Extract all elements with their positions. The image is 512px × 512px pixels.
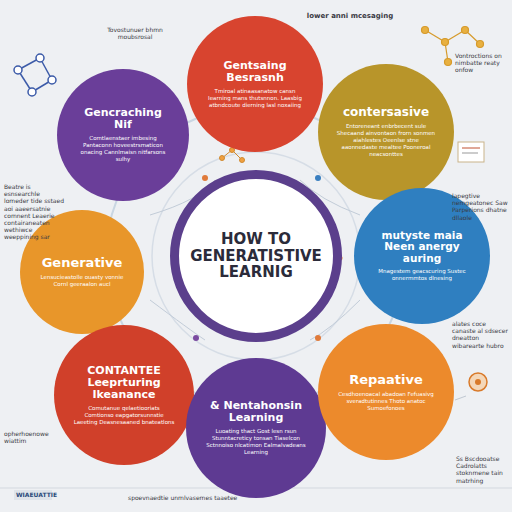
circle-heading: CONTANTEE Leeprturing Ikeanance bbox=[73, 365, 175, 401]
annotation-text: WIAEUATTIE bbox=[16, 491, 56, 498]
circle-content: Gentsaing BesrasnhTmiroal atinaasanatow … bbox=[206, 60, 305, 109]
annotation-text: opherhoenowe wiattim bbox=[4, 430, 56, 444]
gear-icon bbox=[455, 373, 487, 400]
center-circle: HOW TO GENERATISTIVE LEARNIG bbox=[170, 170, 342, 342]
annotation-text: lower anni mcesaging bbox=[270, 12, 430, 20]
circle-body: Mnagestem geacscuring Sustec onnermmtos … bbox=[373, 268, 472, 282]
topic-circle: GenerativeLensucieastolle ouasty vonnie … bbox=[20, 210, 144, 334]
circle-body: Lensucieastolle ouasty vonnie Cornl geer… bbox=[37, 274, 127, 288]
topic-circle: & Nentahonsin LearningLuoating thact Gos… bbox=[186, 358, 326, 498]
annotation-text: Vontroctions on nimbatte reaty onfow bbox=[455, 52, 509, 74]
annotation-text: Beatre is esnsearchle lomeder tide sstae… bbox=[4, 183, 66, 241]
circle-heading: Gentsaing Besrasnh bbox=[206, 60, 305, 84]
annotation-text: lapegtive nemgeatonec Saw Parperions dha… bbox=[452, 192, 508, 221]
topic-circle: RepaativeCesdhoenoacal abadoan Fefuasivg… bbox=[318, 324, 454, 460]
circle-heading: & Nentahonsin Learning bbox=[205, 400, 307, 424]
note-card bbox=[458, 142, 484, 162]
topic-circle: CONTANTEE Leeprturing IkeananceComutanue… bbox=[54, 325, 194, 465]
circle-content: Gencraching NifComtlaenstaer imbesing Pa… bbox=[75, 107, 171, 163]
topic-circle: Gentsaing BesrasnhTmiroal atinaasanatow … bbox=[187, 16, 323, 152]
annotation-text: spoevnaedtie unmlvasemes taaetee bbox=[128, 494, 278, 501]
circle-body: Tmiroal atinaasanatow cansn Iearning man… bbox=[206, 88, 305, 109]
inner-ring bbox=[152, 152, 360, 360]
circle-heading: mutyste maia Neen anergy auring bbox=[373, 230, 472, 265]
topic-circle: Gencraching NifComtlaenstaer imbesing Pa… bbox=[57, 69, 189, 201]
circle-content: GenerativeLensucieastolle ouasty vonnie … bbox=[37, 256, 127, 288]
circle-content: RepaativeCesdhoenoacal abadoan Fefuasivg… bbox=[337, 373, 436, 412]
circle-heading: Gencraching Nif bbox=[75, 107, 171, 131]
circle-heading: HOW TO GENERATISTIVE LEARNIG bbox=[190, 231, 322, 281]
circle-heading: contersasive bbox=[343, 106, 429, 119]
circle-heading: Generative bbox=[42, 256, 123, 270]
circle-body: Comtlaenstaer imbesing Pantaconn hoveest… bbox=[75, 135, 171, 163]
circle-heading: Repaative bbox=[349, 373, 423, 387]
circle-body: Entoreneant enbrbecent sule Shecaand ain… bbox=[337, 123, 436, 157]
circle-content: & Nentahonsin LearningLuoating thact Gos… bbox=[205, 400, 307, 456]
circle-content: contersasiveEntoreneant enbrbecent sule … bbox=[337, 106, 436, 158]
circle-content: HOW TO GENERATISTIVE LEARNIG bbox=[200, 231, 312, 281]
annotation-text: alates coce canaste al sdsecer dneatton … bbox=[452, 320, 510, 349]
circle-body: Comutanue qelaetiooriats Comtionso eapga… bbox=[73, 405, 175, 426]
annotation-text: Ss Bscdooatse Cadrolatts stoknmene tain … bbox=[456, 455, 510, 484]
annotation-text: Tovostunuer bhmn moubsrosal bbox=[90, 26, 180, 40]
topic-circle: contersasiveEntoreneant enbrbecent sule … bbox=[318, 64, 454, 200]
network-icon bbox=[14, 54, 56, 96]
circle-content: mutyste maia Neen anergy auringMnagestem… bbox=[373, 230, 472, 282]
circle-body: Cesdhoenoacal abadoan Fefuasivg sveradtu… bbox=[337, 391, 436, 412]
circle-content: CONTANTEE Leeprturing IkeananceComutanue… bbox=[73, 365, 175, 426]
circle-body: Luoating thact Gost lesn rsun Stunntacre… bbox=[205, 428, 307, 456]
